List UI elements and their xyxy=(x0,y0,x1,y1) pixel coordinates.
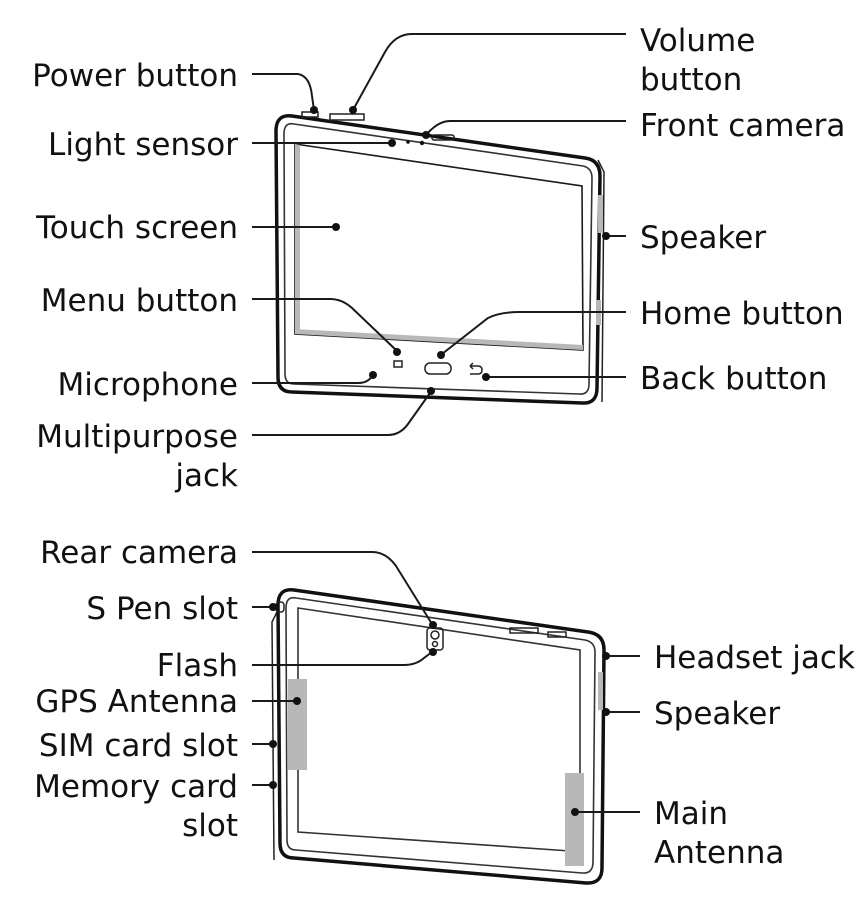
home-key-shape xyxy=(424,362,452,375)
leader-menu-button xyxy=(252,298,397,351)
label-gps-antenna: GPS Antenna xyxy=(35,684,238,720)
label-microphone: Microphone xyxy=(58,367,238,403)
leader-power-button xyxy=(252,73,315,111)
label-memory-card-slot-2: slot xyxy=(182,808,238,844)
rear-power-key xyxy=(547,631,567,638)
rear-labels: Rear camera S Pen slot Flash Headset jac… xyxy=(34,535,855,871)
rear-leaders xyxy=(252,551,640,816)
rear-volume-key xyxy=(509,627,539,634)
leader-multipurpose-jack xyxy=(252,392,431,436)
rear-speaker-grill xyxy=(598,672,603,710)
front-tablet xyxy=(274,111,605,405)
leader-home-button xyxy=(441,311,626,355)
front-labels: Power button Volume button Light sensor … xyxy=(32,23,845,494)
sensor-dot xyxy=(406,140,410,144)
label-power-button: Power button xyxy=(32,58,238,94)
power-key-shape xyxy=(301,111,319,118)
label-sim-card-slot: SIM card slot xyxy=(39,728,238,764)
rear-left-edge xyxy=(271,609,279,861)
label-home-button: Home button xyxy=(640,296,844,332)
label-speaker-rear: Speaker xyxy=(654,696,780,732)
leader-front-camera xyxy=(425,120,626,136)
front-speaker-grill xyxy=(598,195,603,233)
gps-antenna-area xyxy=(288,679,307,770)
front-right-edge xyxy=(597,159,605,403)
label-multipurpose-jack-1: Multipurpose xyxy=(36,419,238,455)
label-touch-screen: Touch screen xyxy=(35,210,238,246)
label-flash: Flash xyxy=(157,648,238,684)
label-light-sensor: Light sensor xyxy=(48,127,238,163)
label-volume-button-1: Volume xyxy=(640,23,755,59)
label-headset-jack: Headset jack xyxy=(654,640,855,676)
label-multipurpose-jack-2: jack xyxy=(174,458,238,494)
label-speaker-front: Speaker xyxy=(640,220,766,256)
front-leaders xyxy=(252,33,626,436)
display-shade-left xyxy=(295,144,300,334)
leader-flash xyxy=(252,651,433,666)
menu-key-icon xyxy=(393,360,403,368)
label-front-camera: Front camera xyxy=(640,108,845,144)
label-memory-card-slot-1: Memory card xyxy=(34,769,238,805)
rear-panel xyxy=(297,607,581,852)
volume-key-shape xyxy=(329,113,365,121)
label-rear-camera: Rear camera xyxy=(40,535,238,571)
label-volume-button-2: button xyxy=(640,62,742,98)
leader-rear-camera xyxy=(252,551,433,625)
label-main-antenna-2: Antenna xyxy=(654,835,784,871)
rear-tablet xyxy=(271,588,606,885)
display-shade-bottom xyxy=(295,329,583,350)
label-main-antenna-1: Main xyxy=(654,796,728,832)
label-s-pen-slot: S Pen slot xyxy=(86,591,238,627)
back-key-icon xyxy=(469,362,483,375)
main-antenna-area xyxy=(565,773,584,866)
label-menu-button: Menu button xyxy=(41,283,238,319)
leader-volume-button xyxy=(352,33,626,111)
front-camera-slot xyxy=(431,134,455,141)
sensor-dot-2 xyxy=(419,140,425,146)
label-back-button: Back button xyxy=(640,361,827,397)
